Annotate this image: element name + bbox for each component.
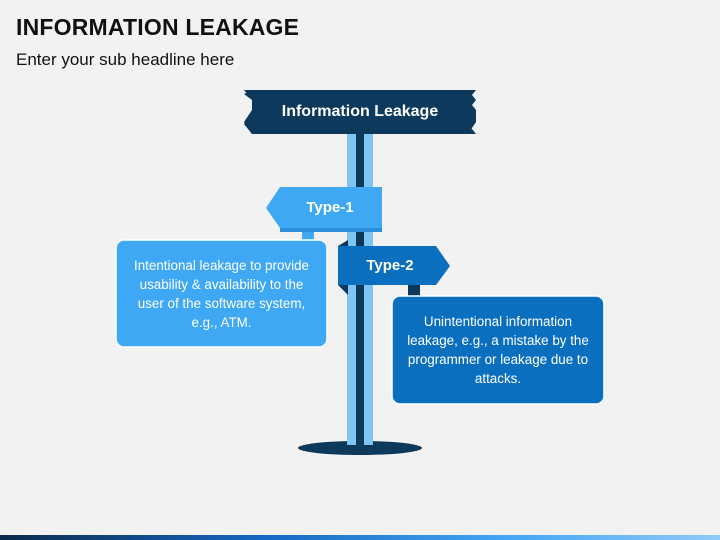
type2-description-box (391, 295, 605, 405)
signpost-pole-core (356, 130, 364, 445)
type2-sign-board (338, 246, 450, 285)
type2-connector (408, 282, 420, 298)
slide-title: INFORMATION LEAKAGE (16, 14, 300, 40)
type1-sign-board (266, 187, 382, 228)
type2-description-text: Unintentional information leakage, e.g.,… (407, 314, 589, 386)
slide-subtitle: Enter your sub headline here (16, 50, 235, 69)
type1-description-text: Intentional leakage to provide usability… (134, 257, 309, 330)
top-sign-label: Information Leakage (281, 103, 439, 120)
type1-sign-label: Type-1 (306, 199, 354, 216)
type1-description-box (115, 239, 328, 348)
bottom-accent-bar (0, 535, 720, 540)
signpost-base (298, 441, 422, 455)
type2-sign-label: Type-2 (366, 257, 414, 274)
